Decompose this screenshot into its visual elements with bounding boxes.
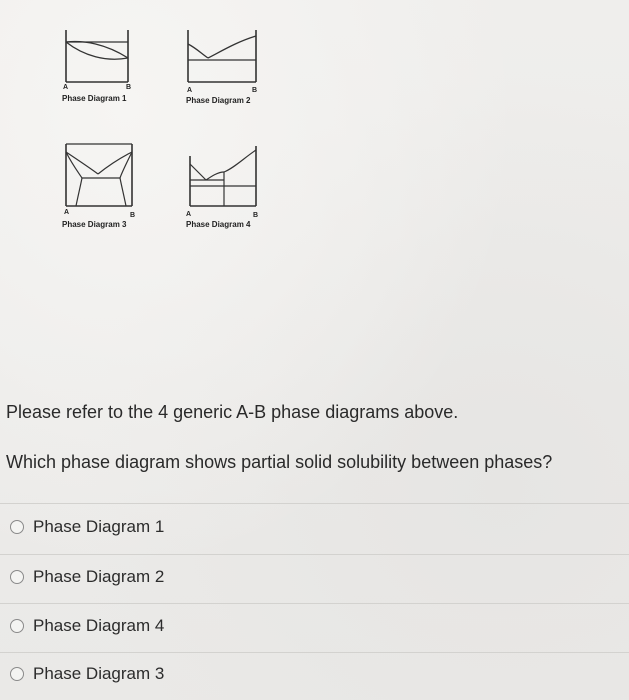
phase-diagram-1: A B Phase Diagram 1 — [60, 26, 140, 110]
answer-option-phase-diagram-4[interactable]: Phase Diagram 4 — [10, 614, 164, 638]
question-prompt: Which phase diagram shows partial solid … — [6, 452, 553, 472]
answer-option-phase-diagram-1[interactable]: Phase Diagram 1 — [10, 515, 164, 539]
diagram-1-caption: Phase Diagram 1 — [62, 94, 127, 103]
diagram-2-caption: Phase Diagram 2 — [186, 96, 251, 105]
answer-option-label: Phase Diagram 4 — [33, 616, 165, 635]
answer-option-label: Phase Diagram 1 — [33, 517, 165, 536]
diagram-4-label-a: A — [186, 211, 192, 218]
answer-option-label: Phase Diagram 2 — [33, 567, 165, 586]
diagram-1-label-b: B — [126, 84, 132, 91]
phase-diagram-2-graphic — [187, 30, 257, 83]
answer-option-label: Phase Diagram 3 — [33, 664, 165, 683]
radio-button[interactable] — [10, 667, 24, 681]
phase-diagram-4-graphic — [189, 146, 257, 207]
radio-button[interactable] — [10, 619, 24, 633]
radio-button[interactable] — [10, 570, 24, 584]
phase-diagram-1-graphic — [65, 30, 129, 83]
phase-diagram-2: A B Phase Diagram 2 — [180, 26, 270, 110]
phase-diagram-3: A B Phase Diagram 3 — [60, 142, 150, 234]
diagram-2-label-a: A — [187, 87, 193, 94]
diagram-1-label-a: A — [63, 84, 69, 91]
divider — [0, 603, 629, 604]
diagram-3-label-b: B — [130, 212, 136, 219]
radio-button[interactable] — [10, 520, 24, 534]
diagram-3-label-a: A — [64, 209, 70, 216]
divider — [0, 554, 629, 555]
diagram-4-caption: Phase Diagram 4 — [186, 220, 251, 229]
phase-diagram-3-graphic — [65, 143, 133, 207]
divider — [0, 503, 629, 504]
divider — [0, 652, 629, 653]
diagram-2-label-b: B — [252, 87, 258, 94]
answer-option-phase-diagram-3[interactable]: Phase Diagram 3 — [10, 662, 164, 686]
answer-option-phase-diagram-2[interactable]: Phase Diagram 2 — [10, 565, 164, 589]
diagram-3-caption: Phase Diagram 3 — [62, 220, 127, 229]
phase-diagram-4: A B Phase Diagram 4 — [182, 142, 272, 234]
question-intro: Please refer to the 4 generic A-B phase … — [6, 402, 459, 422]
diagram-4-label-b: B — [253, 212, 259, 219]
